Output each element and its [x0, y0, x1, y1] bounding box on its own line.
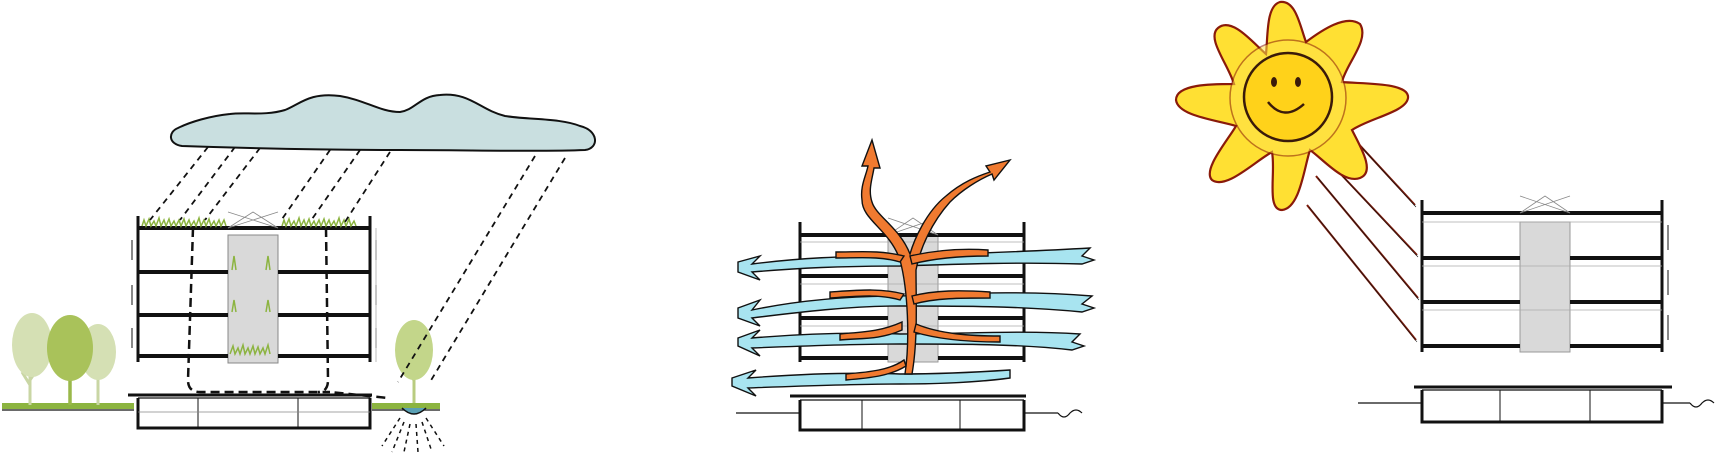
- tree-icon: [12, 313, 116, 405]
- drainage-path: [186, 227, 389, 400]
- smiling-sun-icon: [1174, 0, 1410, 212]
- rainwater-panel: [2, 93, 596, 453]
- drain-icon: [381, 407, 445, 453]
- ground-grass: [2, 403, 440, 411]
- building-section: [1414, 195, 1672, 424]
- sun-face: [1242, 51, 1334, 143]
- building-section: [128, 211, 377, 430]
- ground-line: [736, 409, 1083, 418]
- tree-icon: [395, 320, 433, 403]
- ventilation-panel: [731, 137, 1097, 432]
- ground-line: [1358, 399, 1715, 408]
- rain-lines-icon: [149, 146, 566, 383]
- cloud-icon: [170, 93, 596, 152]
- stack-ventilation-arrows-icon: [829, 137, 1012, 381]
- green-roof-icon: [141, 215, 357, 357]
- sunlight-panel: [1174, 0, 1715, 424]
